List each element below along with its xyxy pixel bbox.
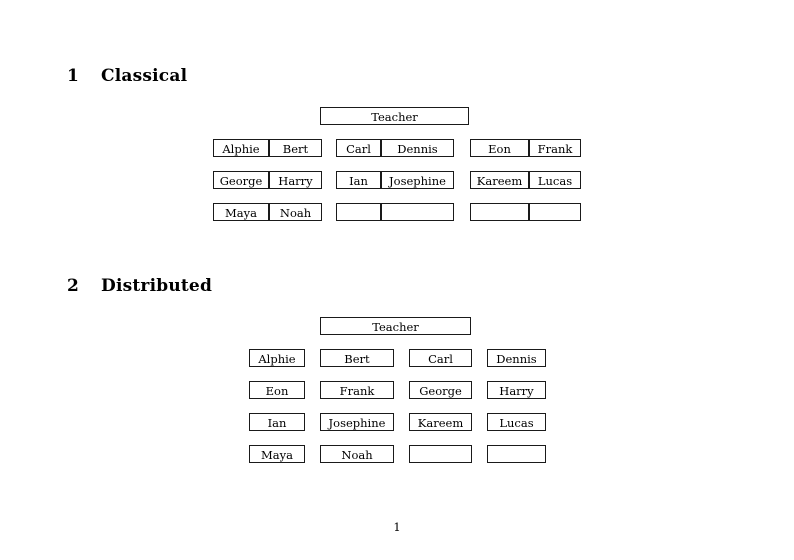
table-cell: Ian: [336, 171, 381, 189]
table-cell: George: [213, 171, 269, 189]
distributed-row: Alphie Bert Carl Dennis: [0, 349, 794, 367]
classical-group-2-row-1: Carl Dennis: [336, 139, 454, 157]
table-cell: [470, 203, 529, 221]
student-box: [487, 445, 546, 463]
classical-group-3-row-2: Kareem Lucas: [470, 171, 581, 189]
table-cell: Carl: [336, 139, 381, 157]
section-title: Distributed: [101, 276, 213, 296]
student-box: Maya: [249, 445, 305, 463]
table-cell: [381, 203, 454, 221]
classical-group-1-row-2: George Harry: [213, 171, 322, 189]
table-cell: Maya: [213, 203, 269, 221]
table-cell: Alphie: [213, 139, 269, 157]
table-cell: Frank: [529, 139, 581, 157]
classical-group-1-row-3: Maya Noah: [213, 203, 322, 221]
distributed-row: Ian Josephine Kareem Lucas: [0, 413, 794, 431]
table-cell: Noah: [269, 203, 322, 221]
section-number: 1: [67, 66, 80, 86]
student-box: Josephine: [320, 413, 394, 431]
student-box: Dennis: [487, 349, 546, 367]
table-cell: [336, 203, 381, 221]
table-cell: Bert: [269, 139, 322, 157]
student-box: Alphie: [249, 349, 305, 367]
section-number: 2: [67, 276, 80, 296]
classical-group-3-row-3: [470, 203, 581, 221]
student-box: Bert: [320, 349, 394, 367]
student-box: Noah: [320, 445, 394, 463]
student-box: George: [409, 381, 472, 399]
classical-group-1-row-1: Alphie Bert: [213, 139, 322, 157]
distributed-row: Eon Frank George Harry: [0, 381, 794, 399]
table-cell: Dennis: [381, 139, 454, 157]
student-box: [409, 445, 472, 463]
student-box: Eon: [249, 381, 305, 399]
distributed-row: Maya Noah: [0, 445, 794, 463]
student-box: Ian: [249, 413, 305, 431]
classical-teacher-row: Teacher: [320, 107, 469, 125]
table-cell: [529, 203, 581, 221]
table-cell: Josephine: [381, 171, 454, 189]
distributed-teacher-row: Teacher: [320, 317, 471, 335]
classical-group-3-row-1: Eon Frank: [470, 139, 581, 157]
table-cell: Lucas: [529, 171, 581, 189]
student-box: Kareem: [409, 413, 472, 431]
table-cell: Harry: [269, 171, 322, 189]
teacher-cell: Teacher: [320, 317, 471, 335]
classical-group-2-row-2: Ian Josephine: [336, 171, 454, 189]
student-box: Frank: [320, 381, 394, 399]
page-number: 1: [393, 520, 401, 534]
student-box: Lucas: [487, 413, 546, 431]
table-cell: Kareem: [470, 171, 529, 189]
table-cell: Eon: [470, 139, 529, 157]
classical-group-2-row-3: [336, 203, 454, 221]
student-box: Harry: [487, 381, 546, 399]
student-box: Carl: [409, 349, 472, 367]
teacher-cell: Teacher: [320, 107, 469, 125]
section-title: Classical: [101, 66, 188, 86]
